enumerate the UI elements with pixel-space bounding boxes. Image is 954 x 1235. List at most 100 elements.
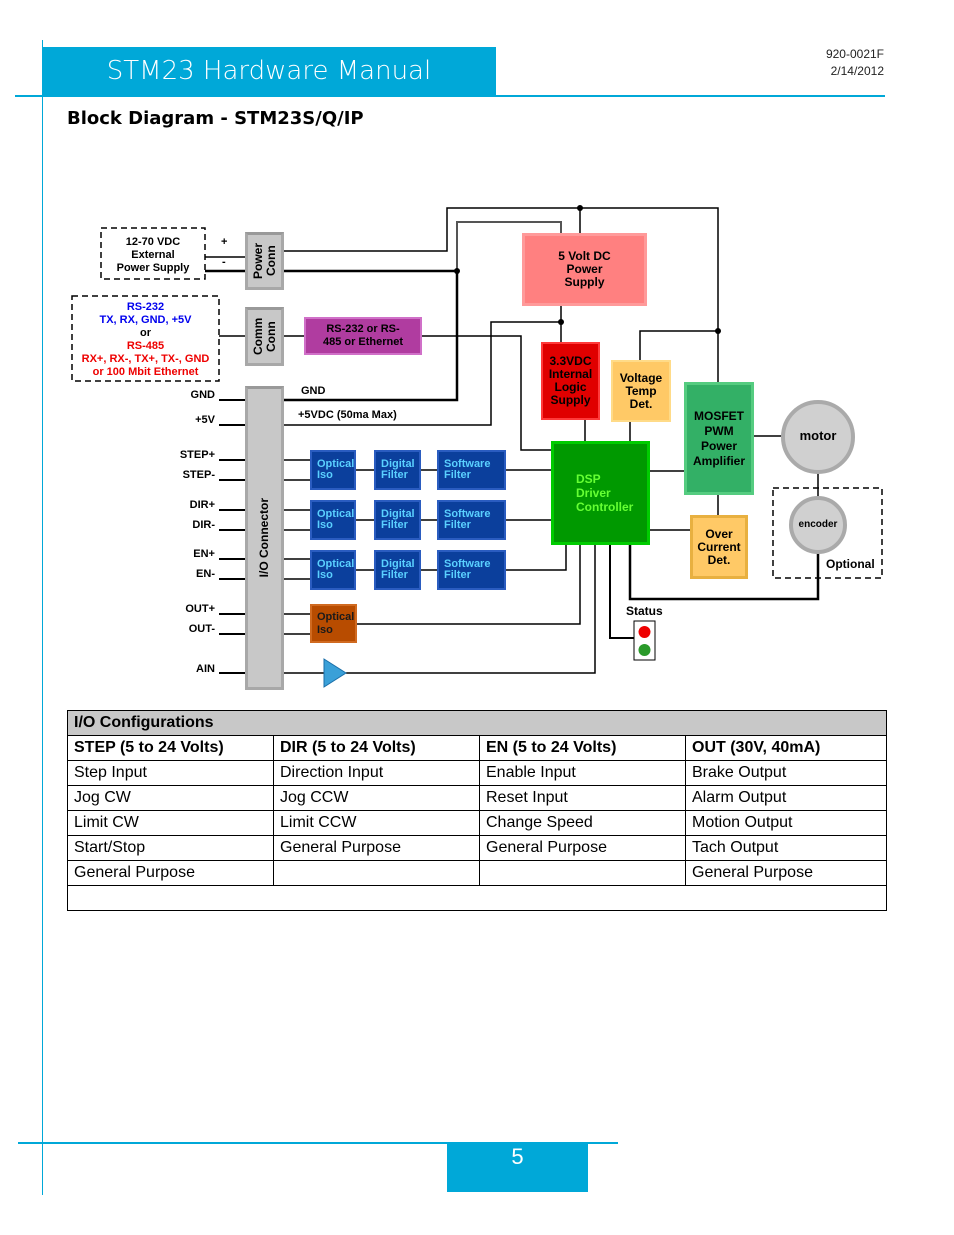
left-rule <box>42 40 43 1195</box>
rs232-pins: TX, RX, GND, +5V <box>99 314 192 326</box>
rs485-label: RS-485 <box>126 340 165 352</box>
doc-number: 920-0021F <box>825 47 884 61</box>
col-en: EN (5 to 24 Volts) <box>479 735 686 761</box>
mosfet-amplifier: MOSFET PWM Power Amplifier <box>684 382 754 495</box>
software-filter-en: Software Filter <box>437 550 506 590</box>
optical-iso-en: Optical Iso <box>310 550 356 590</box>
doc-info: 920-0021F 2/14/2012 <box>826 46 884 80</box>
cell: Limit CCW <box>273 810 480 836</box>
col-dir: DIR (5 to 24 Volts) <box>273 735 480 761</box>
ain-amplifier-icon <box>323 658 347 688</box>
power-connector: Power Conn <box>245 232 284 290</box>
pin-out-minus: OUT- <box>188 623 215 635</box>
cell: Brake Output <box>685 760 887 786</box>
status-green-led-icon <box>638 644 651 656</box>
cell: Reset Input <box>479 785 686 811</box>
pin-gnd: GND <box>190 389 215 401</box>
section-heading: Block Diagram - STM23S/Q/IP <box>67 108 364 129</box>
software-filter-step: Software Filter <box>437 450 506 490</box>
io-connector-label: I/O Connector <box>257 498 271 578</box>
encoder-label: encoder <box>798 519 838 530</box>
digital-filter-en: Digital Filter <box>374 550 421 590</box>
empty-cell <box>67 885 887 911</box>
comm-options: RS-232 TX, RX, GND, +5V or RS-485 RX+, R… <box>72 299 219 381</box>
cell: Direction Input <box>273 760 480 786</box>
cell: General Purpose <box>479 835 686 861</box>
cell: General Purpose <box>685 860 887 886</box>
table-row: General Purpose General Purpose <box>67 860 887 886</box>
table-title: I/O Configurations <box>67 710 887 736</box>
cell: Enable Input <box>479 760 686 786</box>
optical-iso-out: Optical Iso <box>310 604 357 643</box>
wire-comm <box>219 335 551 451</box>
ext-power-line2: External <box>131 248 175 261</box>
col-step: STEP (5 to 24 Volts) <box>67 735 274 761</box>
motor-label: motor <box>799 428 837 443</box>
encoder-circle <box>789 496 847 554</box>
optical-iso-step: Optical Iso <box>310 450 356 490</box>
footer-rule <box>18 1142 618 1144</box>
3v3-logic-supply: 3.3VDC Internal Logic Supply <box>541 342 600 420</box>
ext-power-line1: 12-70 VDC <box>125 235 181 248</box>
cell: Start/Stop <box>67 835 274 861</box>
rs485-pins: RX+, RX-, TX+, TX-, GND <box>81 353 210 365</box>
table-empty-row <box>67 885 887 911</box>
digital-filter-dir: Digital Filter <box>374 500 421 540</box>
dsp-controller: DSP Driver Controller <box>551 441 650 545</box>
doc-date: 2/14/2012 <box>830 64 884 78</box>
plus-label: + <box>221 236 228 248</box>
comm-conn-label: Comm Conn <box>250 317 278 356</box>
cell: Step Input <box>67 760 274 786</box>
digital-filter-step: Digital Filter <box>374 450 421 490</box>
page-number: 5 <box>447 1143 588 1192</box>
comm-connector: Comm Conn <box>245 307 284 366</box>
gnd-wire-label: GND <box>301 385 326 397</box>
comm-outline <box>71 295 220 382</box>
pin-step-plus: STEP+ <box>179 449 215 461</box>
ethernet-label: or 100 Mbit Ethernet <box>92 366 199 378</box>
pin-wires <box>219 399 245 674</box>
comm-interface-box: RS-232 or RS-485 or Ethernet <box>304 317 422 355</box>
optional-label: Optional <box>826 557 875 571</box>
cell: General Purpose <box>273 835 480 861</box>
io-config-table: I/O Configurations STEP (5 to 24 Volts) … <box>67 710 887 911</box>
pin-en-minus: EN- <box>196 568 215 580</box>
optical-iso-dir: Optical Iso <box>310 500 356 540</box>
pin-ain: AIN <box>196 663 215 675</box>
or-label: or <box>140 327 151 339</box>
cell: Alarm Output <box>685 785 887 811</box>
wire-plus <box>205 207 719 382</box>
wire-status <box>609 545 634 639</box>
io-connector: I/O Connector <box>245 386 284 690</box>
iso-wires <box>284 459 437 674</box>
minus-label: - <box>222 256 226 268</box>
5v-power-supply: 5 Volt DC Power Supply <box>522 233 647 306</box>
motor-circle <box>781 400 855 474</box>
col-out: OUT (30V, 40mA) <box>685 735 887 761</box>
header-rule <box>15 95 885 97</box>
cell <box>273 860 480 886</box>
ext-power-outline <box>100 227 206 280</box>
status-label: Status <box>626 604 663 618</box>
cell: Motion Output <box>685 810 887 836</box>
pin-dir-minus: DIR- <box>192 519 215 531</box>
wire-gnd-psu <box>456 221 562 271</box>
cell: Tach Output <box>685 835 887 861</box>
power-conn-label: Power Conn <box>250 243 278 280</box>
cell: Change Speed <box>479 810 686 836</box>
ext-power-line3: Power Supply <box>116 261 190 274</box>
pin-dir-plus: DIR+ <box>189 499 215 511</box>
wire-encoder <box>628 545 820 601</box>
manual-title: STM23 Hardware Manual <box>42 47 496 95</box>
status-red-led-icon <box>638 626 651 638</box>
cell: General Purpose <box>67 860 274 886</box>
cell <box>479 860 686 886</box>
rs232-label: RS-232 <box>126 301 165 313</box>
table-header-row: STEP (5 to 24 Volts) DIR (5 to 24 Volts)… <box>67 735 887 761</box>
cell: Limit CW <box>67 810 274 836</box>
wire-signals <box>346 469 596 674</box>
